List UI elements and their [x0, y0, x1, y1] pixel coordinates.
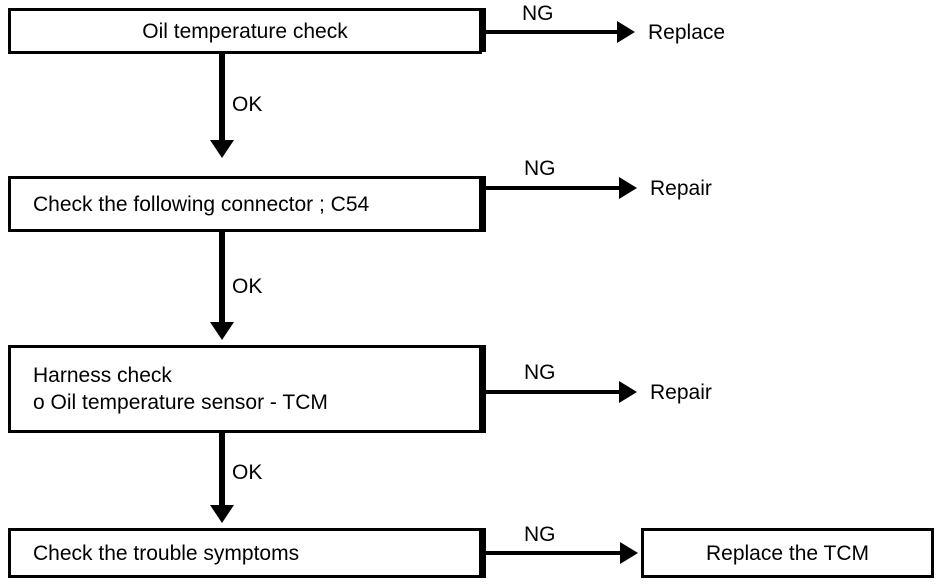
ng-edge-3-line — [484, 390, 621, 394]
ng-edge-4-label: NG — [524, 523, 556, 546]
ok-edge-1-line — [219, 54, 225, 140]
ng-edge-1-target-label: Replace — [648, 21, 726, 44]
ng-edge-4-line — [484, 551, 622, 555]
node-harness-check[interactable]: Harness check o Oil temperature sensor -… — [8, 345, 482, 433]
ng-edge-2-target-label: Repair — [650, 177, 712, 200]
node-connector-check[interactable]: Check the following connector ; C54 — [8, 176, 482, 232]
ng-edge-2-arrowhead-icon — [619, 177, 637, 199]
node-oil-temperature-check[interactable]: Oil temperature check — [8, 8, 482, 54]
node-trouble-symptoms[interactable]: Check the trouble symptoms — [8, 528, 482, 578]
node-label-line: Check the trouble symptoms — [33, 541, 300, 565]
ng-edge-1-label: NG — [522, 2, 554, 25]
node-label-line: o Oil temperature sensor - TCM — [33, 391, 328, 414]
ng-edge-3-target-label: Repair — [650, 381, 712, 404]
node-label-line: Harness check — [33, 364, 172, 387]
node-label-line: Oil temperature check — [142, 19, 348, 43]
ok-edge-3-line — [219, 433, 225, 505]
ng-edge-3-stub — [482, 345, 486, 433]
ng-edge-1-line — [484, 30, 619, 34]
ng-edge-4-arrowhead-icon — [620, 542, 638, 564]
ng-edge-2-stub — [482, 176, 486, 232]
ok-edge-2-arrowhead-icon — [210, 322, 234, 340]
node-label-line: Check the following connector ; C54 — [33, 192, 370, 216]
ok-edge-2-line — [219, 232, 225, 322]
ok-edge-3-arrowhead-icon — [210, 505, 234, 523]
node-replace-tcm[interactable]: Replace the TCM — [641, 528, 934, 578]
ng-edge-2-line — [484, 186, 621, 190]
ng-edge-1-arrowhead-icon — [617, 21, 635, 43]
ok-edge-3-label: OK — [232, 461, 263, 484]
ok-edge-1-label: OK — [232, 93, 263, 116]
ng-edge-3-label: NG — [524, 361, 556, 384]
ng-edge-2-label: NG — [524, 157, 556, 180]
ok-edge-2-label: OK — [232, 275, 263, 298]
node-label-line: Replace the TCM — [705, 541, 870, 565]
ng-edge-3-arrowhead-icon — [619, 381, 637, 403]
ok-edge-1-arrowhead-icon — [210, 140, 234, 158]
